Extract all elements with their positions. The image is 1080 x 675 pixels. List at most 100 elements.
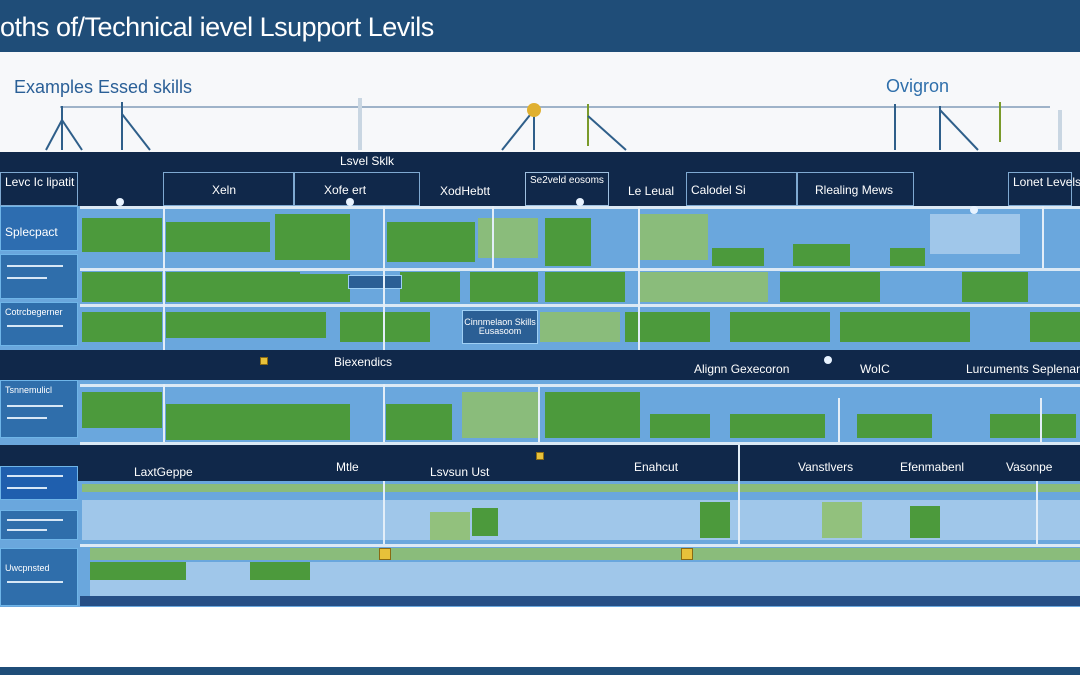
skills-diagram: Lsvel Sklk Levc Ic lipatit Xeln Xofe ert… [0,152,1080,607]
grid-line [80,442,1080,445]
v-divider [383,206,385,352]
stand-illustrations [45,98,1062,151]
yellow-knob-icon [527,103,541,117]
skill-block [545,218,591,266]
skill-block [400,272,460,302]
skill-block [82,272,162,302]
grid-line [80,304,1080,307]
lower-label-1: LaxtGeppe [134,465,193,479]
lower-band [0,445,1080,481]
skill-block [990,414,1076,438]
header-cell-8: Rlealing Mews [796,172,914,206]
title-bar: oths of/Technical ievel Lsupport Levils [0,0,1080,52]
v-divider [1042,206,1044,268]
side-row-3: Cotrcbegerner [0,302,78,346]
side-row-4: Tsnnemulicl [0,380,78,438]
header-top-tag: Lsvel Sklk [340,154,395,168]
side-row-1: Splecpact [0,206,78,251]
v-divider [538,384,540,442]
lower-label-6: Efenmabenl [900,460,965,474]
v-divider [838,398,840,442]
header-cell-2: Xeln [163,172,295,206]
skill-block [386,404,452,440]
skill-block [540,312,620,342]
lower-label-2: Mtle [336,460,359,474]
callout-mini [348,275,402,289]
yellow-marker [536,452,544,460]
grid-line [80,384,1080,387]
page-title: oths of/Technical ievel Lsupport Levils [0,12,434,42]
node-dot [116,198,124,206]
skill-block [472,508,498,536]
skill-block [387,222,475,262]
footer-bar [0,667,1080,675]
grid-line [80,206,1080,209]
skill-block [730,414,825,438]
skill-block [462,392,538,438]
skill-block [166,312,326,338]
top-panel [0,52,1080,152]
node-dot [346,198,354,206]
skill-block [890,248,925,266]
lower-label-3: Lsvsun Ust [430,465,490,479]
grid-line [80,544,1080,547]
skill-block [910,506,940,538]
skill-block [1030,312,1080,342]
node-dot [576,198,584,206]
middle-band [0,350,1080,380]
grid-line [80,268,1080,271]
skill-block [840,312,970,342]
subtitle: Examples Essed skills [14,77,193,97]
lower-label-7: Vasonpe [1006,460,1053,474]
skill-block [250,562,310,580]
skill-block [640,214,708,260]
middle-label-2: Alignn Gexecoron [694,362,790,376]
skill-strip [82,484,1080,492]
skill-strip [90,548,1080,560]
skill-block [166,404,350,440]
side-row-5 [0,466,78,500]
skill-block [857,414,932,438]
lower-label-4: Enahcut [634,460,679,474]
skill-block [340,312,430,342]
skill-block [82,392,162,428]
middle-label-1: Biexendics [334,355,393,369]
skill-block [730,312,830,342]
node-dot [824,356,832,364]
yellow-marker [681,548,693,560]
header-cell-5: Se2veld eosoms [525,172,609,206]
middle-label-4: Lurcuments Seplenan [966,362,1080,376]
v-divider [163,384,165,442]
skill-block [793,244,850,266]
skill-block [478,218,538,258]
skill-block [822,502,862,538]
skill-block [712,248,764,266]
skill-block [82,312,162,342]
skill-block [166,272,300,302]
middle-label-3: WoIC [860,362,890,376]
skill-block [780,272,880,302]
v-divider [638,206,640,352]
header-cell-7: Calodel Si [686,172,798,206]
skill-block [470,272,538,302]
header-band [0,152,1080,206]
skill-block [700,502,730,538]
header-cell-4: XodHebtt [440,184,491,198]
skill-strip [90,562,1080,596]
skill-block [90,562,186,580]
skill-block [545,272,625,302]
callout-cinnmelaon: Cinnmelaon Skills Eusasoom [462,310,538,344]
yellow-marker [260,357,268,365]
lower-label-5: Vanstlvers [798,460,854,474]
v-divider [1036,481,1038,544]
skill-block [930,214,1020,254]
v-divider [163,206,165,352]
v-divider [738,445,740,544]
header-cell-9: Lonet Levels [1008,172,1080,206]
yellow-marker [379,548,391,560]
v-divider [383,481,385,544]
skill-block [650,414,710,438]
skill-block [166,222,270,252]
header-cell-1: Levc Ic lipatit [0,172,78,206]
v-divider [1040,398,1042,442]
